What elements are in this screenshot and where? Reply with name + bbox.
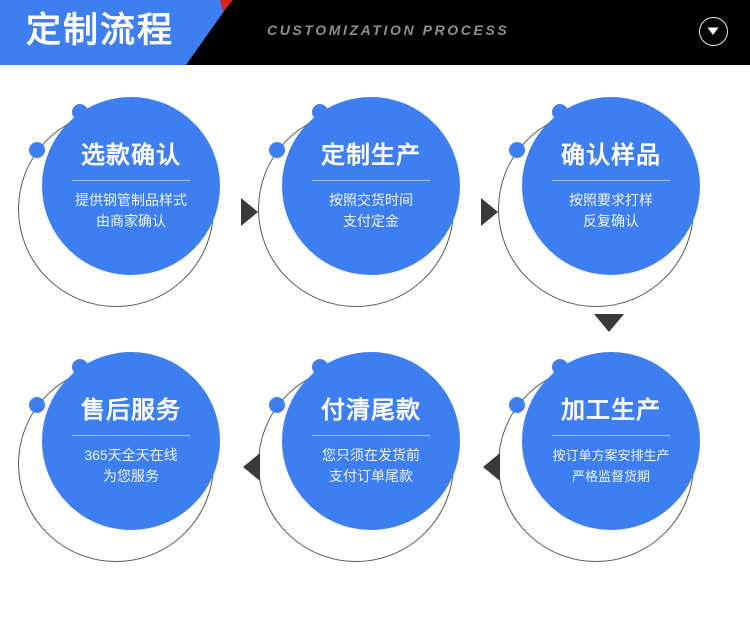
- step-ring-dot-lower: [509, 397, 525, 413]
- step-subtitle-line-2: 由商家确认: [96, 212, 166, 229]
- step-subtitle-line-2: 严格监督货期: [571, 468, 650, 484]
- flow-step-5[interactable]: 付清尾款 您只须在发货前 支付订单尾款: [252, 352, 482, 582]
- step-disc: 定制生产 按照交货时间 支付定金: [282, 97, 460, 275]
- step-ring-dot-lower: [29, 142, 45, 158]
- step-ring-dot-lower: [29, 397, 45, 413]
- step-disc: 付清尾款 您只须在发货前 支付订单尾款: [282, 352, 460, 530]
- step-disc: 选款确认 提供钢管制品样式 由商家确认: [42, 97, 220, 275]
- step-title: 选款确认: [81, 141, 181, 169]
- flow-step-2[interactable]: 定制生产 按照交货时间 支付定金: [252, 97, 482, 327]
- flow-step-4[interactable]: 加工生产 按订单方案安排生产 严格监督货期: [492, 352, 722, 582]
- step-title: 确认样品: [561, 141, 661, 169]
- step-title: 付清尾款: [321, 396, 421, 424]
- flow-step-3[interactable]: 确认样品 按照要求打样 反复确认: [492, 97, 722, 327]
- step-subtitle-line-2: 支付定金: [343, 212, 399, 229]
- arrow-step5-to-step6-icon: [243, 453, 260, 481]
- step-ring-dot-lower: [269, 397, 285, 413]
- arrow-step4-to-step5-icon: [483, 453, 500, 481]
- step-ring-dot-lower: [269, 142, 285, 158]
- step-subtitle-line-1: 按照交货时间: [329, 191, 413, 208]
- step-subtitle-line-1: 365天全天在线: [84, 446, 178, 463]
- step-divider: [552, 434, 670, 436]
- arrow-step2-to-step3-icon: [481, 198, 498, 226]
- step-divider: [72, 434, 190, 436]
- step-subtitle-line-2: 反复确认: [583, 212, 639, 229]
- page-subtitle: CUSTOMIZATION PROCESS: [267, 22, 510, 38]
- chevron-down-circle-icon[interactable]: [699, 17, 728, 46]
- step-subtitle-line-1: 您只须在发货前: [322, 446, 420, 463]
- page-title: 定制流程: [26, 11, 175, 50]
- step-title: 售后服务: [81, 396, 181, 424]
- step-divider: [312, 179, 430, 181]
- step-subtitle-line-1: 按订单方案安排生产: [552, 447, 670, 463]
- step-divider: [72, 179, 190, 181]
- step-ring-dot-lower: [509, 142, 525, 158]
- step-title: 加工生产: [561, 396, 661, 424]
- flow-step-6[interactable]: 售后服务 365天全天在线 为您服务: [12, 352, 242, 582]
- arrow-step1-to-step2-icon: [241, 198, 258, 226]
- step-disc: 确认样品 按照要求打样 反复确认: [522, 97, 700, 275]
- step-subtitle-line-2: 支付订单尾款: [329, 467, 413, 484]
- flow-step-1[interactable]: 选款确认 提供钢管制品样式 由商家确认: [12, 97, 242, 327]
- step-disc: 加工生产 按订单方案安排生产 严格监督货期: [522, 352, 700, 530]
- step-divider: [312, 434, 430, 436]
- process-flow-board: 选款确认 提供钢管制品样式 由商家确认 定制生产 按照交货时间 支付定金 确认样…: [0, 65, 750, 623]
- header-title-tab: [0, 0, 232, 65]
- step-subtitle-line-2: 为您服务: [103, 467, 159, 484]
- page-header: 定制流程 CUSTOMIZATION PROCESS: [0, 0, 750, 65]
- step-title: 定制生产: [321, 141, 421, 169]
- step-divider: [552, 179, 670, 181]
- arrow-step3-to-step4-icon: [594, 314, 624, 332]
- step-disc: 售后服务 365天全天在线 为您服务: [42, 352, 220, 530]
- step-subtitle-line-1: 按照要求打样: [569, 191, 653, 208]
- step-subtitle-line-1: 提供钢管制品样式: [75, 191, 187, 208]
